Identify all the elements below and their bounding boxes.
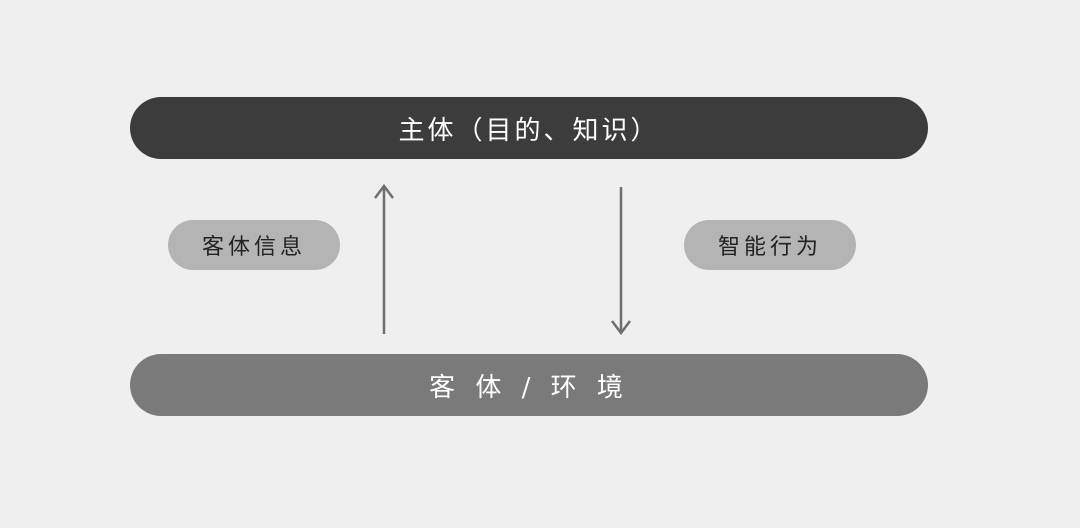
up-arrow — [374, 183, 394, 334]
intelligent-action-tag: 智能行为 — [684, 220, 856, 270]
subject-label: 主体（目的、知识） — [398, 115, 660, 146]
intelligent-action-label: 智能行为 — [717, 235, 822, 260]
down-arrow — [611, 187, 631, 336]
object-info-tag: 客体信息 — [168, 220, 340, 270]
subject-bar: 主体（目的、知识） — [130, 97, 928, 159]
object-environment-label: 客 体 / 环 境 — [429, 372, 629, 403]
object-info-label: 客体信息 — [201, 235, 306, 260]
object-environment-bar: 客 体 / 环 境 — [130, 354, 928, 416]
